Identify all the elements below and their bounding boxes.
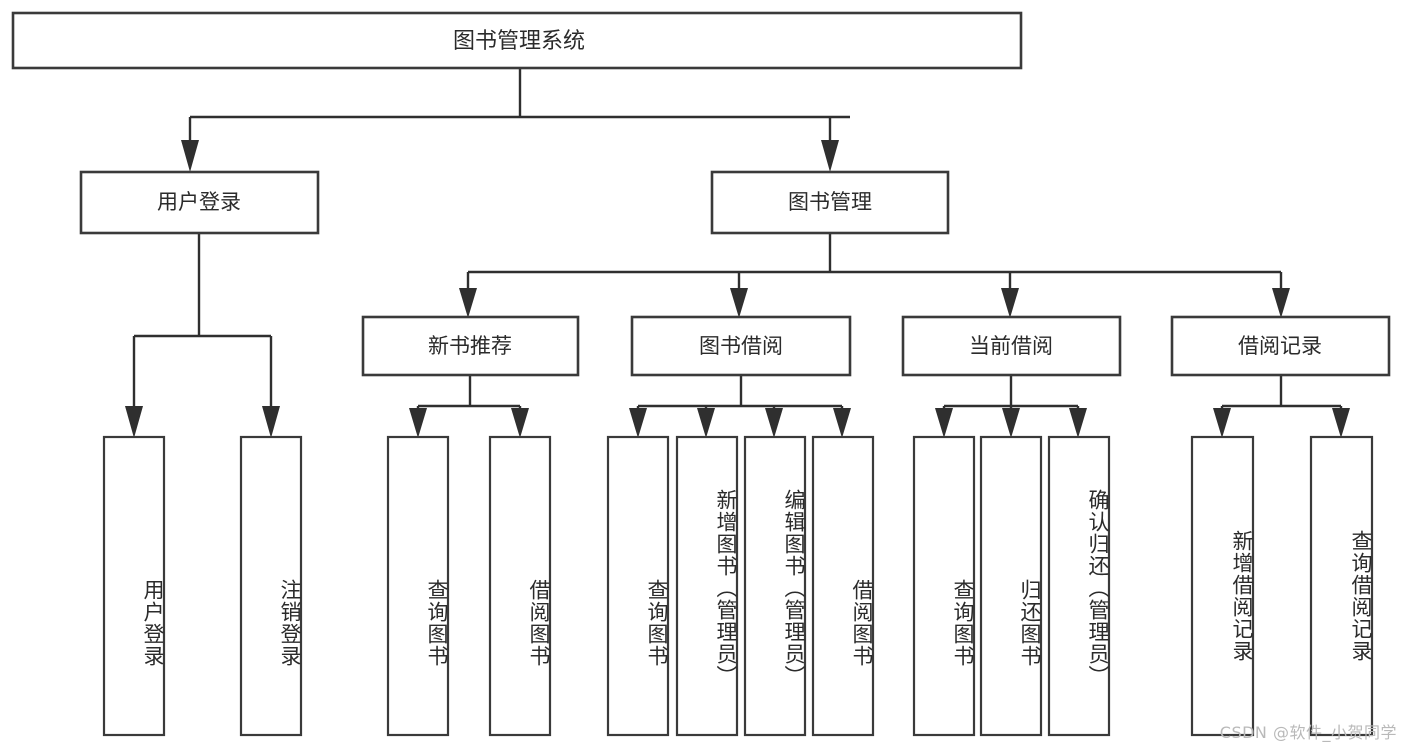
arrow-to-user-login bbox=[181, 140, 199, 172]
leaf-box-borrow-book-1[interactable] bbox=[488, 435, 552, 737]
node-new-book-recommend[interactable]: 新书推荐 bbox=[361, 315, 580, 377]
leaf-box-logout-login[interactable] bbox=[239, 435, 303, 737]
leaf-box-confirm-return[interactable] bbox=[1047, 435, 1111, 737]
watermark: CSDN @软件_小贺同学 bbox=[1219, 723, 1397, 742]
leaf-label-query-record: 查询借阅记录 bbox=[1349, 529, 1373, 662]
connector-currentborrow-to-leaves bbox=[935, 375, 1087, 438]
leaf-label-confirm-return: 确认归还（管理员） bbox=[1086, 489, 1110, 687]
connector-root-to-level1 bbox=[181, 68, 850, 172]
node-root-label: 图书管理系统 bbox=[453, 29, 585, 54]
leaf-boxes bbox=[102, 435, 1374, 737]
connector-bookmanagement-to-level2 bbox=[459, 233, 1290, 318]
node-current-borrow-label: 当前借阅 bbox=[969, 334, 1053, 358]
node-root[interactable]: 图书管理系统 bbox=[11, 11, 1023, 70]
leaf-label-borrow-book-2: 借阅图书 bbox=[850, 579, 874, 667]
node-book-borrow-label: 图书借阅 bbox=[699, 334, 783, 358]
leaf-label-query-book-1: 查询图书 bbox=[425, 579, 449, 667]
leaf-box-add-record[interactable] bbox=[1190, 435, 1255, 737]
connector-borrowrecord-to-leaves bbox=[1213, 375, 1350, 438]
leaf-label-logout-login: 注销登录 bbox=[278, 579, 302, 667]
leaf-box-user-login[interactable] bbox=[102, 435, 166, 737]
leaf-label-borrow-book-1: 借阅图书 bbox=[527, 579, 551, 667]
node-borrow-record-label: 借阅记录 bbox=[1238, 334, 1322, 358]
leaf-box-query-book-3[interactable] bbox=[912, 435, 976, 737]
leaf-label-query-book-3: 查询图书 bbox=[951, 579, 975, 667]
leaf-box-return-book[interactable] bbox=[979, 435, 1043, 737]
node-user-login[interactable]: 用户登录 bbox=[79, 170, 320, 235]
leaf-label-user-login: 用户登录 bbox=[141, 579, 165, 667]
leaf-box-query-book-2[interactable] bbox=[606, 435, 670, 737]
arrow-to-book-management bbox=[821, 140, 839, 172]
node-user-login-label: 用户登录 bbox=[157, 190, 241, 214]
node-borrow-record[interactable]: 借阅记录 bbox=[1170, 315, 1391, 377]
leaf-label-query-book-2: 查询图书 bbox=[645, 579, 669, 667]
node-book-management[interactable]: 图书管理 bbox=[710, 170, 950, 235]
leaf-box-add-book[interactable] bbox=[675, 435, 739, 737]
node-current-borrow[interactable]: 当前借阅 bbox=[901, 315, 1122, 377]
node-book-management-label: 图书管理 bbox=[788, 190, 872, 214]
node-new-book-recommend-label: 新书推荐 bbox=[428, 334, 512, 358]
leaf-box-borrow-book-2[interactable] bbox=[811, 435, 875, 737]
leaf-label-edit-book: 编辑图书（管理员） bbox=[782, 489, 806, 687]
leaf-box-edit-book[interactable] bbox=[743, 435, 807, 737]
leaf-box-query-record[interactable] bbox=[1309, 435, 1374, 737]
leaf-label-add-record: 新增借阅记录 bbox=[1230, 529, 1254, 662]
connector-bookborrow-to-leaves bbox=[629, 375, 851, 438]
connector-userlogin-to-leaves bbox=[125, 233, 280, 438]
connector-newbook-to-leaves bbox=[409, 375, 529, 438]
leaf-box-query-book-1[interactable] bbox=[386, 435, 450, 737]
leaf-label-add-book: 新增图书（管理员） bbox=[714, 489, 738, 687]
leaf-label-return-book: 归还图书 bbox=[1018, 579, 1042, 667]
node-book-borrow[interactable]: 图书借阅 bbox=[630, 315, 852, 377]
